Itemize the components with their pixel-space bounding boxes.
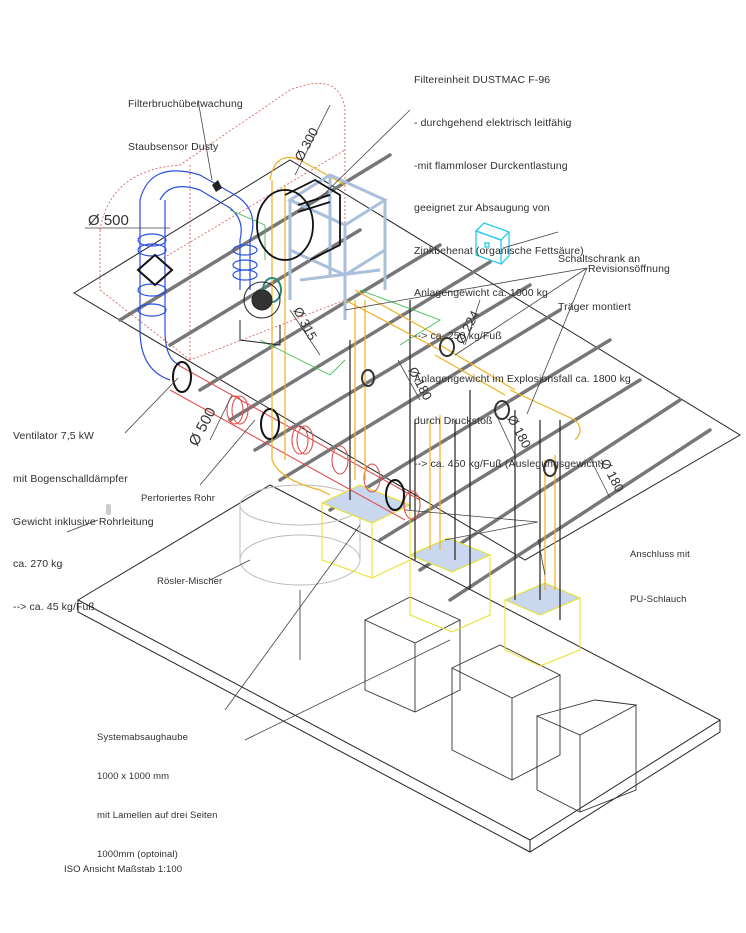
fan-line: Ventilator 7,5 kW bbox=[13, 430, 95, 443]
filter-sensor-line: Filterbruchüberwachung bbox=[128, 98, 243, 111]
hose-connection-line: PU-Schlauch bbox=[630, 594, 687, 605]
filter-unit-line: --> ca. 250 kg/Fuß bbox=[414, 330, 502, 343]
fan-line: mit Bogenschalldämpfer bbox=[13, 473, 128, 486]
hood-line: 1000 x 1000 mm bbox=[97, 771, 170, 782]
stray-marker bbox=[106, 504, 111, 515]
sensor-marker bbox=[212, 180, 222, 192]
filter-unit-line: Filtereinheit DUSTMAC F-96 bbox=[414, 74, 551, 87]
stray-mark: . bbox=[11, 512, 14, 523]
control-cabinet-line: Schaltschrank an bbox=[558, 253, 641, 265]
hood-label: Systemabsaughaube 1000 x 1000 mm mit Lam… bbox=[97, 705, 218, 874]
hose-connection-line: Anschluss mit bbox=[630, 549, 690, 560]
mixer-label: Rösler-Mischer bbox=[157, 576, 223, 587]
filter-housing bbox=[256, 178, 341, 261]
filter-unit-line: Zinkbehenat (organische Fettsäure) bbox=[414, 244, 584, 257]
inspection-opening-label: Revisionsöffnung bbox=[588, 263, 670, 275]
filter-unit-label: Filtereinheit DUSTMAC F-96 - durchgehend… bbox=[414, 45, 631, 485]
filter-unit-line: durch Druckstoß bbox=[414, 415, 493, 428]
dim-500-top: Ø 500 bbox=[88, 212, 129, 229]
filter-unit-line: Anlagengewicht ca. 1000 kg bbox=[414, 287, 548, 300]
filter-sensor-label: Filterbruchüberwachung Staubsensor Dusty bbox=[128, 69, 243, 168]
fan bbox=[239, 281, 281, 346]
hanger-rods bbox=[299, 300, 561, 660]
dim-300: Ø 300 bbox=[291, 125, 321, 163]
hood-line: mit Lamellen auf drei Seiten bbox=[97, 810, 218, 821]
ceiling-plane bbox=[73, 159, 741, 561]
fan-label: Ventilator 7,5 kW mit Bogenschalldämpfer… bbox=[13, 401, 154, 628]
leader-lines bbox=[66, 99, 588, 741]
control-cabinet-icon bbox=[474, 222, 511, 265]
perforated-pipe-label: Perforiertes Rohr bbox=[141, 493, 216, 504]
clearance-envelope bbox=[99, 83, 346, 361]
filter-unit-line: - durchgehend elektrisch leitfähig bbox=[414, 117, 572, 130]
floor-platform bbox=[76, 484, 722, 853]
drawing-title: ISO Ansicht Maßstab 1:100 bbox=[64, 864, 183, 875]
machine-blocks bbox=[363, 596, 638, 813]
fan-line: --> ca. 45 kg/Fuß bbox=[13, 600, 95, 613]
filter-unit-line: -mit flammloser Durckentlastung bbox=[414, 159, 568, 172]
dim-315: Ø 315 bbox=[290, 304, 320, 342]
control-cabinet-label: Schaltschrank an Träger montiert bbox=[558, 219, 640, 331]
blue-duct bbox=[136, 170, 258, 381]
yellow-ducts bbox=[269, 156, 581, 590]
hood-line: 1000mm (optoinal) bbox=[97, 849, 178, 860]
fan-line: ca. 270 kg bbox=[13, 558, 63, 571]
dimension-lines bbox=[85, 104, 611, 499]
hood-line: Systemabsaughaube bbox=[97, 732, 188, 743]
fan-line: Gewicht inklusive Rohrleitung bbox=[13, 515, 154, 528]
filter-unit-line: Anlagengewicht im Explosionsfall ca. 180… bbox=[414, 372, 631, 385]
extraction-hoods bbox=[320, 484, 582, 667]
red-duct bbox=[169, 361, 421, 521]
filter-unit bbox=[286, 173, 389, 320]
filter-sensor-line: Staubsensor Dusty bbox=[128, 141, 219, 154]
hose-connection-label: Anschluss mit PU-Schlauch bbox=[630, 517, 690, 622]
ceiling-rails bbox=[118, 153, 712, 602]
filter-unit-line: geeignet zur Absaugung von bbox=[414, 202, 550, 215]
dim-500-bottom: Ø 500 bbox=[186, 405, 220, 449]
filter-unit-line: --> ca. 450 kg/Fuß (Auslegungsgewicht) bbox=[414, 457, 605, 470]
control-cabinet-line: Träger montiert bbox=[558, 301, 631, 313]
